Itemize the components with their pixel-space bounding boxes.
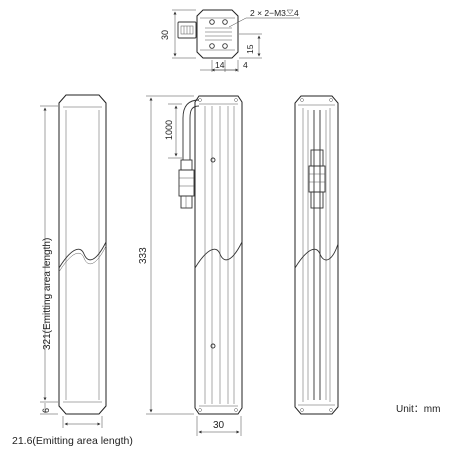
body-width-label: 30 [213,420,225,431]
screw-hole-icon [222,19,228,25]
back-view [294,95,339,415]
bottom-offset-label: 6 [41,408,51,413]
screw-edge-label: 4 [243,60,248,70]
front-view: 321(Emitting area length) 6 21.6(Emittin… [12,94,133,447]
screw-icon [210,343,216,349]
screw-hole-icon [209,19,215,25]
depth-symbol-icon [286,9,294,16]
emitting-width-label: 21.6(Emitting area length) [12,435,133,447]
side-view: 1000 333 30 [138,95,243,436]
cable-length-label: 1000 [164,120,174,140]
screw-icon [210,157,216,163]
screw-hole-icon [222,43,228,49]
end-view: 30 2 × 2−M3 4 15 14 4 [160,8,300,72]
screw-pitch-label: 14 [215,60,225,70]
emitting-length-label: 321(Emitting area length) [42,238,53,350]
connector-plug-icon [180,159,193,171]
connector-height-label: 30 [160,30,170,40]
screw-spec-label: 2 × 2−M3 [250,8,286,18]
unit-label: Unit：mm [396,404,440,415]
screw-depth-label: 4 [294,8,299,18]
screw-offset-label: 15 [245,44,255,54]
screw-hole-icon [209,43,215,49]
total-length-label: 333 [138,247,149,264]
